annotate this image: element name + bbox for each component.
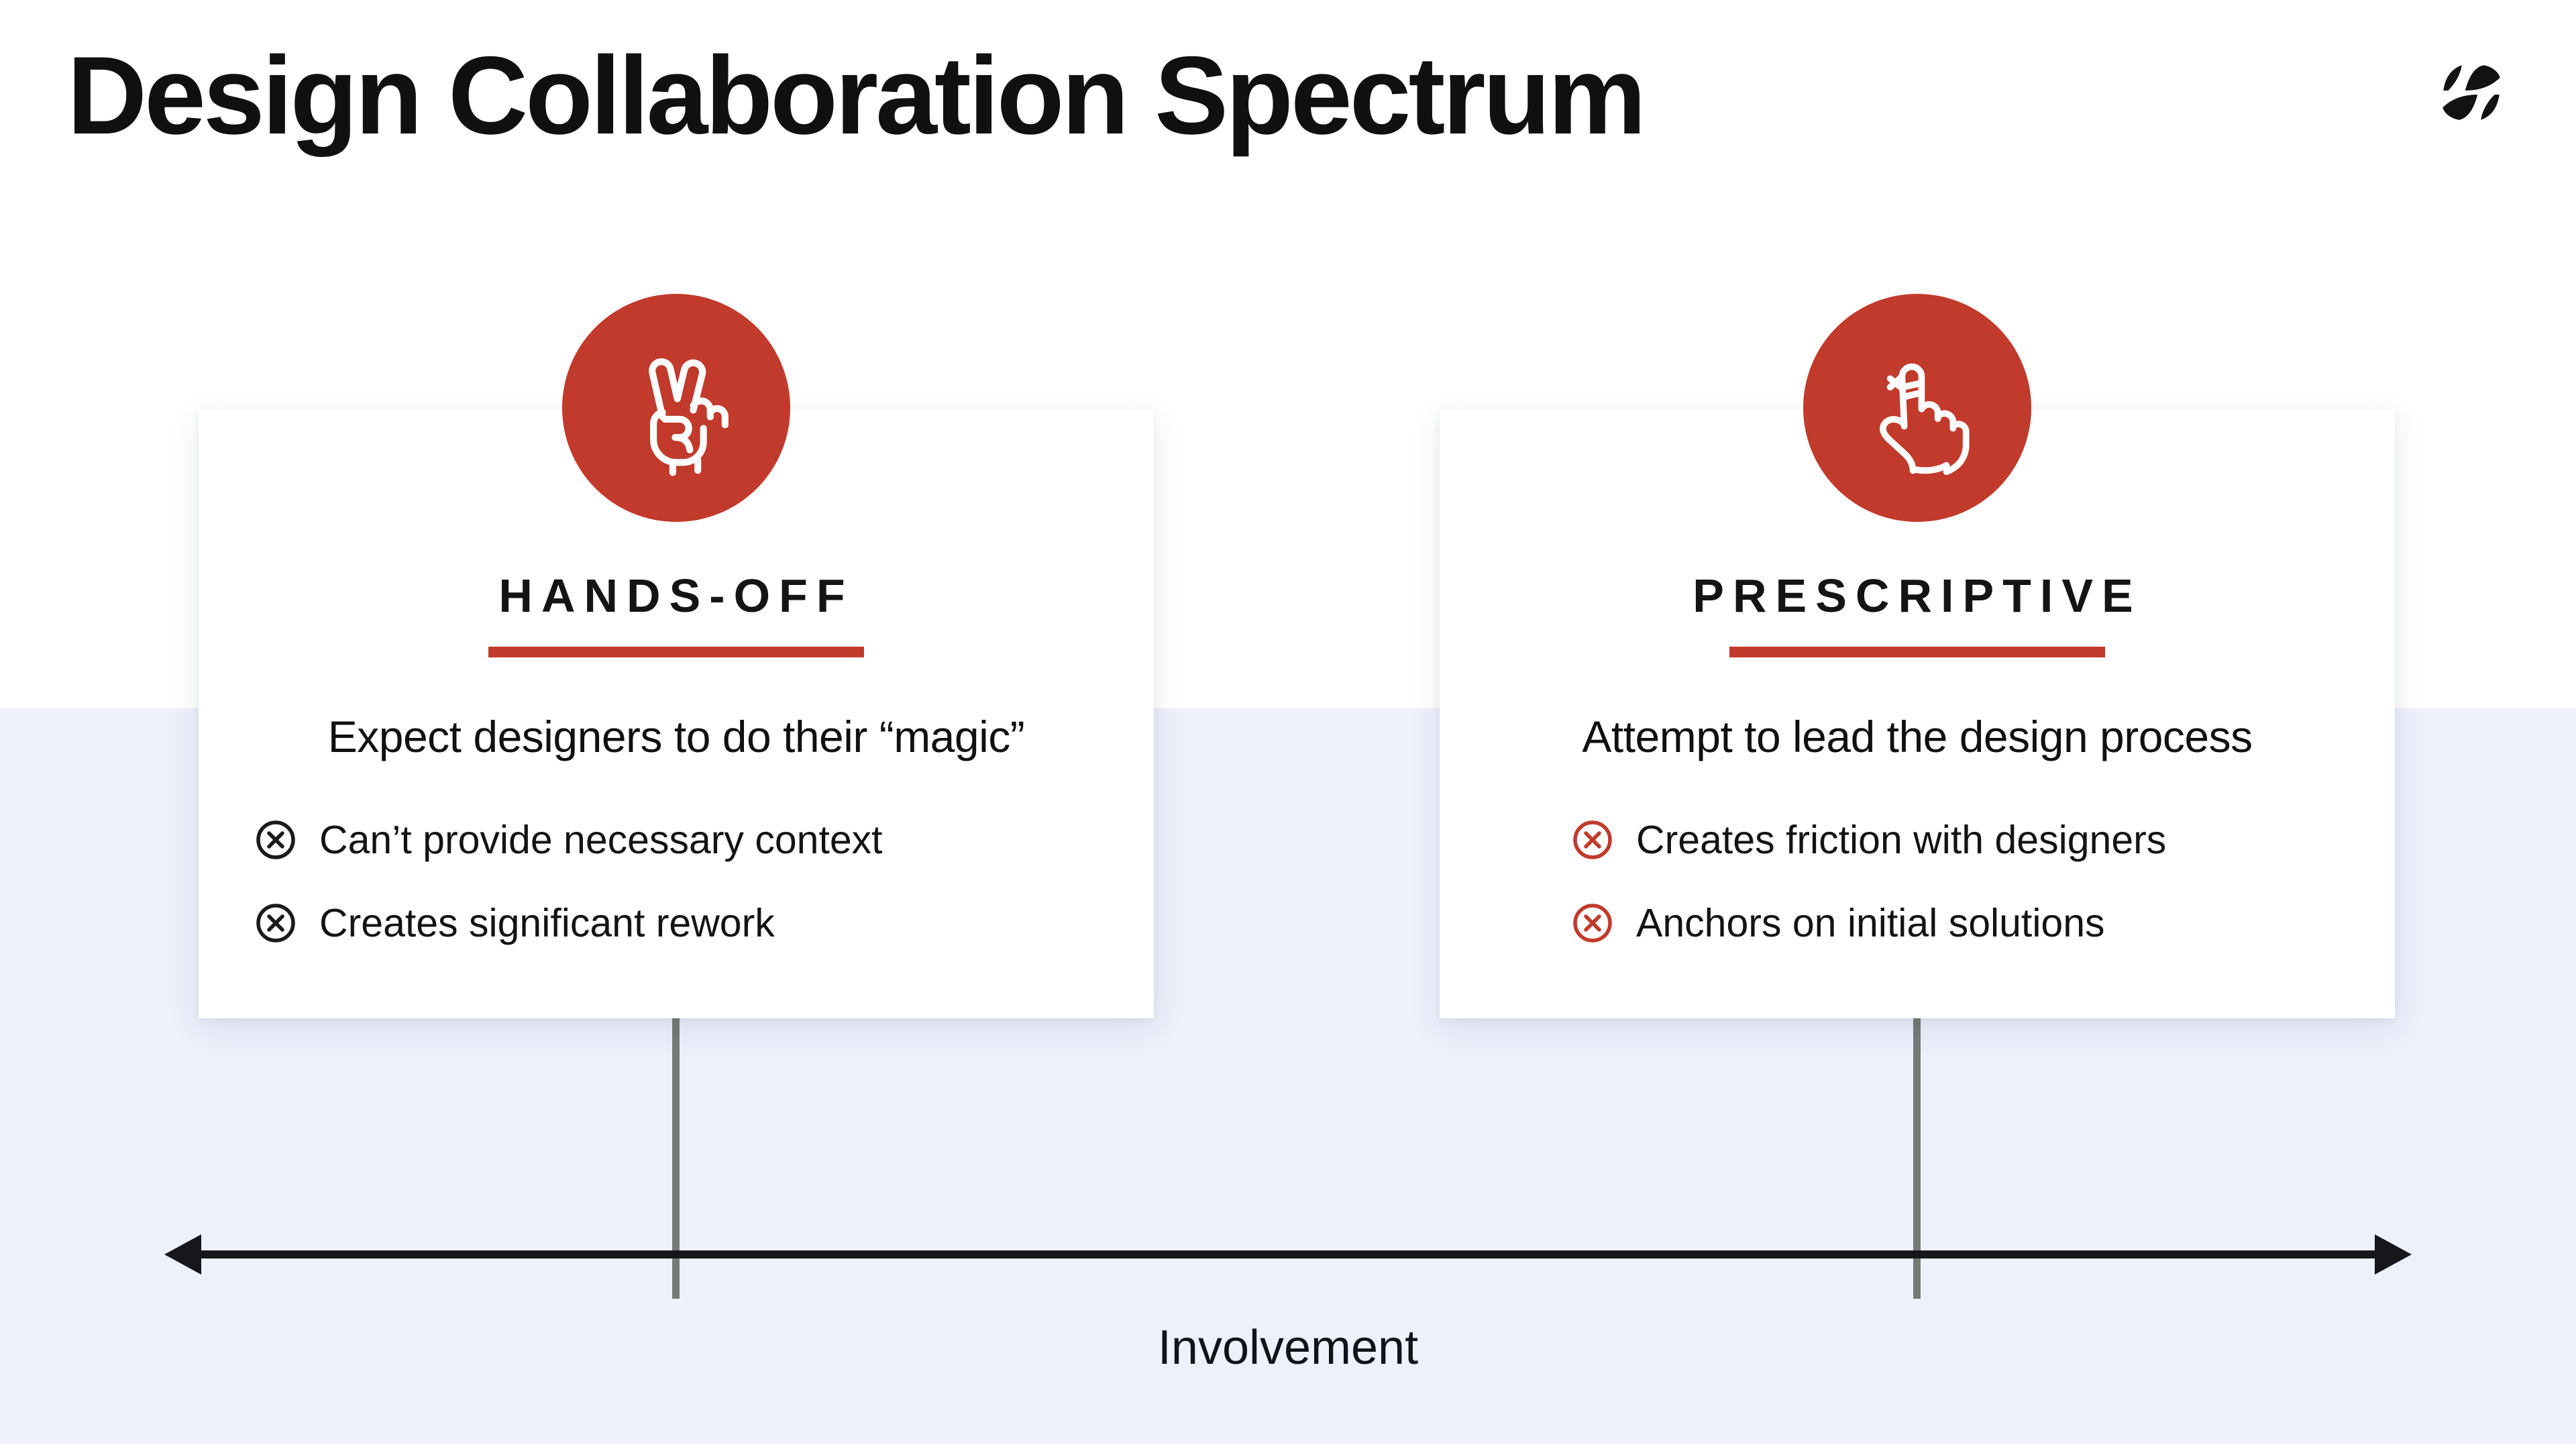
bullet-label: Creates friction with designers [1636,818,2167,862]
brand-logo-icon [2443,65,2500,120]
connector-stem-prescriptive [1913,1018,1921,1299]
involvement-axis-arrow [164,1234,2412,1275]
bullet-label: Can’t provide necessary context [319,818,883,862]
axis-label: Involvement [1157,1321,1419,1375]
card-hands-off: HANDS-OFF Expect designers to do their “… [199,294,1154,1018]
list-item: Creates significant rework [255,900,775,946]
card-title: HANDS-OFF [498,570,854,622]
card-description: Attempt to lead the design process [1582,712,2253,761]
circled-x-icon [256,820,295,859]
bullet-label: Anchors on initial solutions [1636,901,2105,945]
card-description: Expect designers to do their “magic” [327,712,1025,761]
list-item: Anchors on initial solutions [1572,900,2263,946]
bullet-list: Creates friction with designers Anchors … [1440,817,2395,946]
bullet-list: Can’t provide necessary context Creates … [199,817,1154,946]
circled-x-icon [1573,904,1612,943]
pointing-hand-reminder-icon [1803,294,2031,522]
connector-stem-hands-off [672,1018,680,1299]
title-underline [1729,647,2105,657]
circled-x-icon [1573,820,1612,859]
peace-hand-icon [562,294,790,522]
title-underline [488,647,864,657]
card-prescriptive: PRESCRIPTIVE Attempt to lead the design … [1440,294,2395,1018]
list-item: Can’t provide necessary context [255,817,883,863]
circled-x-icon [256,904,295,943]
page-title: Design Collaboration Spectrum [67,34,1646,157]
card-title: PRESCRIPTIVE [1693,570,2142,622]
bullet-label: Creates significant rework [319,901,775,945]
list-item: Creates friction with designers [1572,817,2263,863]
